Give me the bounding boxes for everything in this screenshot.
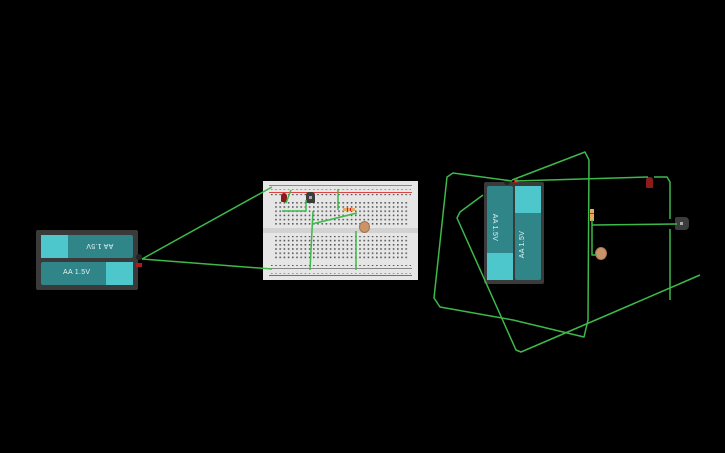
led-red[interactable]: [281, 193, 287, 202]
wire: [654, 176, 671, 219]
rail-line-negative: [269, 185, 412, 186]
transistor[interactable]: [306, 192, 315, 203]
battery-cell-label: AA 1.5V: [86, 242, 114, 249]
battery-cell-label: AA 1.5V: [63, 269, 91, 276]
transistor-label-icon: [680, 222, 683, 225]
transistor-right[interactable]: [675, 217, 689, 230]
resistor-band-icon: [590, 213, 594, 214]
resistor-band-icon: [350, 208, 351, 211]
battery-cap: [41, 235, 68, 258]
photoresistor-right[interactable]: [595, 247, 607, 260]
terminal-positive-icon[interactable]: [136, 263, 142, 267]
resistor-band-icon: [347, 208, 348, 211]
transistor-label-icon: [309, 196, 312, 199]
battery-cell-right[interactable]: AA 1.5V: [515, 186, 541, 280]
terminal-negative-icon[interactable]: [504, 179, 510, 185]
rail-line-negative: [269, 268, 412, 269]
resistor-right[interactable]: [590, 209, 594, 221]
terminal-negative-icon[interactable]: [136, 254, 142, 260]
battery-pack-left[interactable]: AA 1.5V AA 1.5V: [36, 230, 142, 290]
battery-cap: [106, 262, 133, 285]
photoresistor[interactable]: [359, 221, 370, 233]
battery-cell-left[interactable]: AA 1.5V: [487, 186, 513, 280]
battery-pack-right[interactable]: AA 1.5V AA 1.5V: [484, 179, 544, 284]
terminal-positive-icon[interactable]: [514, 179, 518, 183]
battery-cell-label: AA 1.5V: [519, 230, 527, 259]
breadboard-center-gap: [263, 228, 418, 233]
wire: [591, 223, 678, 226]
battery-cap: [487, 253, 513, 280]
wire: [141, 186, 273, 260]
battery-cap: [515, 186, 541, 213]
rail-line-positive: [269, 275, 412, 276]
battery-cell-label: AA 1.5V: [491, 213, 499, 242]
wire: [141, 258, 273, 270]
battery-cell-bottom[interactable]: AA 1.5V: [41, 262, 133, 285]
breadboard[interactable]: [263, 181, 418, 280]
wire: [514, 176, 649, 182]
led-red-right[interactable]: [646, 177, 653, 188]
rail-line-positive: [269, 192, 412, 193]
battery-cell-top[interactable]: AA 1.5V: [41, 235, 133, 258]
resistor[interactable]: [343, 208, 355, 211]
